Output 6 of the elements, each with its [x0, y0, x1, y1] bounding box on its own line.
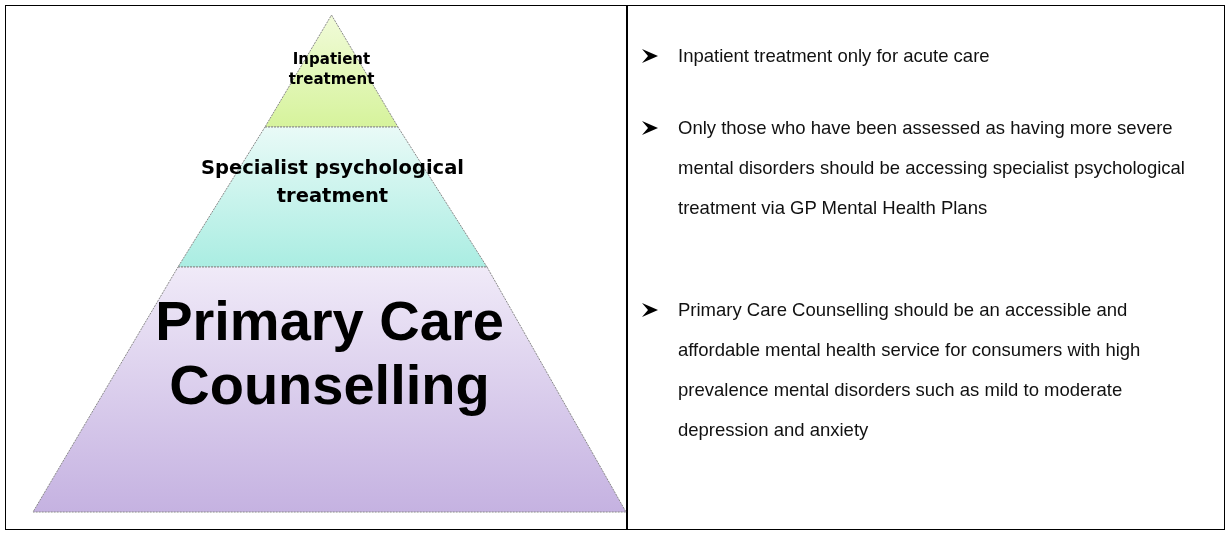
bullet-text: Primary Care Counselling should be an accessible and affordable mental health service for consumers with high prevalence mental disorders such as mild to moderate depression and anxiety: [678, 298, 1142, 442]
tier-label: Inpatient treatment: [287, 49, 376, 89]
tier-label: Specialist psychological treatment: [200, 155, 465, 209]
tier-label: Primary Care Counselling: [154, 289, 505, 417]
bullet-text: Inpatient treatment only for acute care: [678, 44, 991, 68]
bullet-text: Only those who have been assessed as having more severe mental disorders should be accessing specialist psychological treatment via GP Mental Health Plans: [678, 116, 1186, 220]
